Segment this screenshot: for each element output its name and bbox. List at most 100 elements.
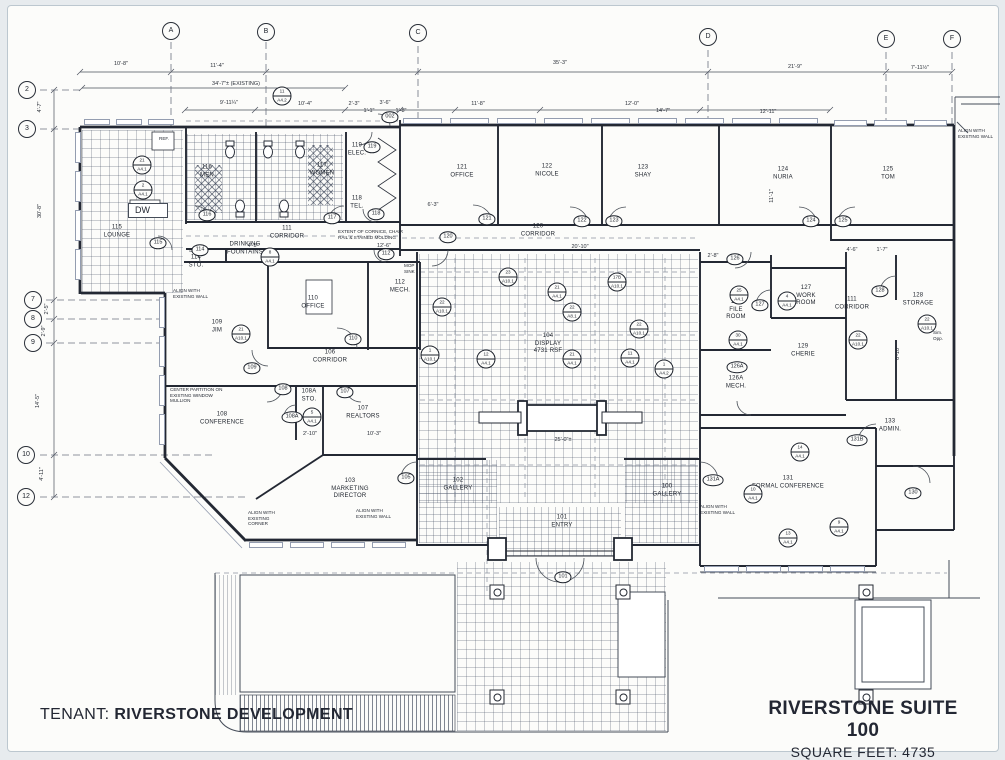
dimension-4-5: 4'-5" (247, 243, 259, 249)
door-tag-115: 115 (149, 237, 167, 249)
window-mullion (159, 336, 165, 367)
dimension-35-3: 35'-3" (552, 60, 568, 66)
dimension-1-8: 1'-8" (395, 108, 407, 114)
door-tag-112: 112 (377, 248, 395, 260)
door-tag-131b: 131B (846, 434, 868, 446)
square-feet: SQUARE FEET: 4735 (790, 744, 936, 760)
note-extent-of-cornice-chair: EXTENT OF CORNICE, CHAIR RAIL & STAINED … (338, 229, 403, 240)
window-mullion (84, 119, 110, 125)
door-tag-108: 108 (274, 383, 292, 395)
dimension-14-7: 14'-7" (655, 108, 671, 114)
dimension-6-3: 6'-3" (427, 202, 439, 208)
dimension-2-9: 2'-9" (41, 325, 47, 337)
note-sim: Sim. Opp. (933, 330, 943, 341)
dimension-11-1: 11'-1" (769, 189, 775, 203)
reflected-ceiling-dashes (186, 120, 947, 595)
window-mullion (704, 566, 739, 572)
window-mullion (249, 542, 283, 548)
grid-bubble-row-2: 2 (18, 81, 36, 99)
door-tag-107: 107 (336, 386, 354, 398)
dimension-4-6: 4'-6" (846, 247, 858, 253)
grid-bubble-row-7: 7 (24, 291, 42, 309)
window-mullion (874, 120, 907, 126)
window-mullion (834, 120, 867, 126)
dimension-11-8: 11'-8" (471, 101, 485, 107)
grid-bubble-row-8: 8 (24, 310, 42, 328)
window-mullion (732, 118, 771, 124)
suite-title: RIVERSTONE SUITE 100 (768, 698, 958, 741)
dimension-21-9: 21'-9" (787, 64, 803, 70)
window-mullion (75, 210, 81, 241)
dimension-20-10: 20'-10" (571, 244, 589, 250)
window-mullion (591, 118, 630, 124)
dimension-6-10: 6'-10" (895, 345, 901, 361)
dimension-30-8: 30'-8" (37, 203, 43, 219)
dimension-10-3: 10'-3" (366, 431, 382, 437)
room-label-drinking-fountains: DRINKING FOUNTAINS (226, 241, 264, 256)
tenant-line: TENANT: RIVERSTONE DEVELOPMENT (40, 706, 353, 724)
door-tag-121: 121 (478, 213, 496, 225)
door-tag-110: 110 (344, 333, 362, 345)
door-arcs (157, 113, 931, 583)
window-mullion (914, 120, 947, 126)
window-mullion (638, 118, 677, 124)
grid-bubble-column-b: B (257, 23, 275, 41)
title-block: RIVERSTONE SUITE 100 SQUARE FEET: 4735 (758, 698, 968, 760)
note-center-partition-on: CENTER PARTITION ON EXISTING WINDOW MULL… (170, 387, 223, 404)
window-mullion (788, 566, 823, 572)
terrace-column (615, 689, 631, 705)
dimension-2-10: 2'-10" (302, 431, 318, 437)
door-tag-109: 109 (243, 362, 261, 374)
grid-bubble-row-9: 9 (24, 334, 42, 352)
entry-storefront (487, 537, 633, 561)
dimension-14-5: 14'-5" (35, 393, 41, 409)
door-tag-108a: 108A (281, 411, 303, 423)
note-mop: MOP SINK (404, 263, 415, 274)
window-mullion (75, 249, 81, 280)
dimension-11-4: 11'-4" (210, 63, 224, 69)
grid-bubble-row-10: 10 (17, 446, 35, 464)
terrace-column (489, 584, 505, 600)
door-tag-105: 105 (397, 472, 415, 484)
grid-bubble-column-e: E (877, 30, 895, 48)
terrace-column (858, 689, 874, 705)
grid-bubble-column-f: F (943, 30, 961, 48)
note-dw: DW (128, 203, 168, 219)
dimension-12-0: 12'-0" (624, 101, 640, 107)
grid-bubble-column-c: C (409, 24, 427, 42)
grid-bubble-column-d: D (699, 28, 717, 46)
note-align-with: ALIGN WITH EXISTING CORNER (248, 510, 275, 527)
tenant-name: RIVERSTONE DEVELOPMENT (114, 706, 354, 723)
